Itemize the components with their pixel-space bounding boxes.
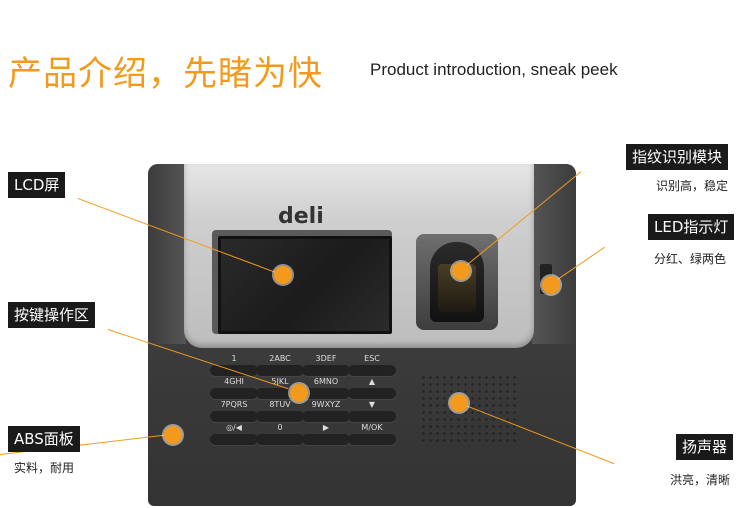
callout-dot-fingerprint xyxy=(452,262,470,280)
lcd-screen xyxy=(218,236,392,334)
callout-dot-speaker xyxy=(450,394,468,412)
label-fingerprint: 指纹识别模块 xyxy=(626,144,729,170)
label-lcd: LCD屏 xyxy=(8,172,66,198)
label-fingerprint-sub: 识别高，稳定 xyxy=(656,179,729,193)
callout-dot-lcd xyxy=(274,266,292,284)
key-8[interactable] xyxy=(256,411,304,422)
label-led-sub: 分红、绿两色 xyxy=(654,252,727,266)
attendance-device: deli 1 2ABC 3DEF ESC 4GHI 5JKL 6MNO ▲ 7P… xyxy=(148,164,576,506)
key-label: ▼ xyxy=(368,400,376,409)
key-2[interactable] xyxy=(256,365,304,376)
key-label: 1 xyxy=(231,354,237,363)
key-6[interactable] xyxy=(302,388,350,399)
key-menu-ok[interactable] xyxy=(348,434,396,445)
key-right[interactable] xyxy=(302,434,350,445)
speaker-grille xyxy=(420,374,520,444)
key-label: 3DEF xyxy=(315,354,337,363)
key-label: 9WXYZ xyxy=(311,400,341,409)
key-label: ▶ xyxy=(322,423,330,432)
label-abs: ABS面板 xyxy=(8,426,80,452)
key-esc[interactable] xyxy=(348,365,396,376)
device-left-side xyxy=(148,164,186,344)
key-label: ESC xyxy=(364,354,380,363)
callout-dot-keypad xyxy=(290,384,308,402)
key-3[interactable] xyxy=(302,365,350,376)
key-label: 0 xyxy=(277,423,283,432)
label-keypad: 按键操作区 xyxy=(8,302,96,328)
page-subtitle: Product introduction, sneak peek xyxy=(370,60,618,79)
key-down[interactable] xyxy=(348,411,396,422)
key-label: 2ABC xyxy=(269,354,291,363)
key-7[interactable] xyxy=(210,411,258,422)
key-label: M/OK xyxy=(361,423,383,432)
key-label: 8TUV xyxy=(269,400,291,409)
callout-dot-led xyxy=(542,276,560,294)
key-label: ▲ xyxy=(368,377,376,386)
key-5[interactable] xyxy=(256,388,304,399)
key-9[interactable] xyxy=(302,411,350,422)
label-abs-sub: 实料，耐用 xyxy=(14,461,75,475)
brand-logo: deli xyxy=(278,204,324,229)
key-label: ◎/◀ xyxy=(226,423,242,432)
key-4[interactable] xyxy=(210,388,258,399)
key-punch-left[interactable] xyxy=(210,434,258,445)
page-title: 产品介绍，先睹为快 xyxy=(8,54,323,94)
label-speaker-sub: 洪亮，清晰 xyxy=(670,473,731,487)
key-label: 5JKL xyxy=(271,377,289,386)
device-right-side xyxy=(532,164,576,344)
label-led: LED指示灯 xyxy=(648,214,735,240)
key-label: 6MNO xyxy=(313,377,339,386)
key-label: 7PQRS xyxy=(220,400,248,409)
key-label: 4GHI xyxy=(224,377,244,386)
key-0[interactable] xyxy=(256,434,304,445)
key-up[interactable] xyxy=(348,388,396,399)
callout-dot-abs xyxy=(164,426,182,444)
label-speaker: 扬声器 xyxy=(676,434,734,460)
